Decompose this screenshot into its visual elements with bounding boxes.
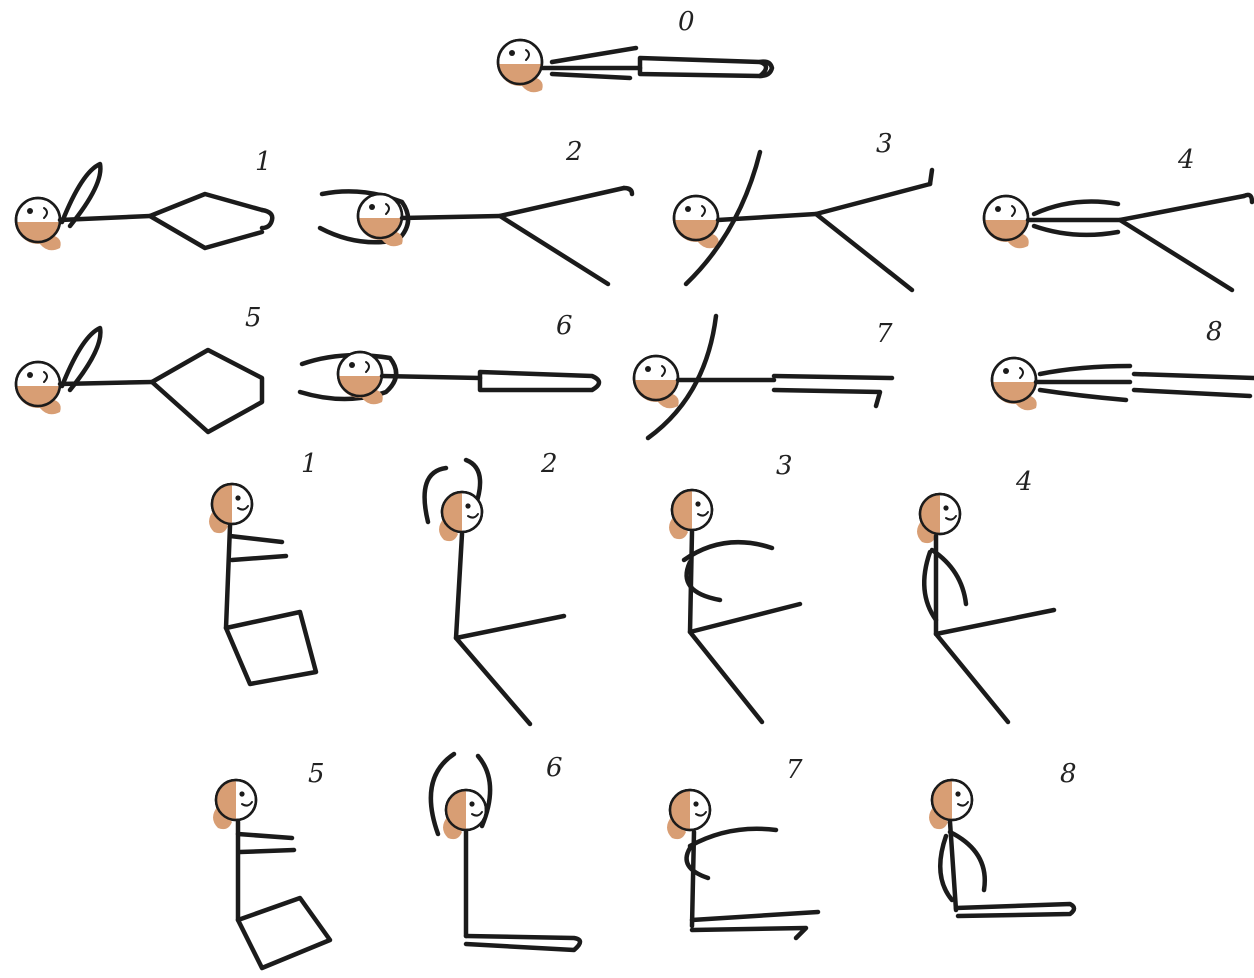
label-start: 0 xyxy=(678,7,695,37)
label-lying-3: 3 xyxy=(876,129,893,159)
label-lying-8: 8 xyxy=(1206,317,1223,347)
figure-sitting-6 xyxy=(431,754,580,950)
label-sitting-6: 6 xyxy=(546,753,563,783)
label-sitting-8: 8 xyxy=(1060,759,1077,789)
label-sitting-7: 7 xyxy=(786,755,803,785)
figure-lying-7 xyxy=(634,316,892,438)
figure-sitting-1 xyxy=(209,484,316,684)
figure-lying-4 xyxy=(984,195,1252,290)
figure-lying-3 xyxy=(674,152,932,290)
figure-lying-2 xyxy=(320,188,632,284)
figure-sitting-3 xyxy=(669,490,800,722)
label-sitting-5: 5 xyxy=(308,759,325,789)
figure-lying-6 xyxy=(300,352,599,404)
label-sitting-1: 1 xyxy=(301,449,318,479)
figure-sitting-5 xyxy=(213,780,330,968)
figure-lying-1 xyxy=(16,164,272,250)
label-lying-7: 7 xyxy=(876,319,893,349)
figure-start-lying xyxy=(498,40,772,92)
figure-sitting-7 xyxy=(667,790,818,938)
figure-lying-8 xyxy=(992,358,1254,410)
label-lying-6: 6 xyxy=(556,311,573,341)
label-lying-2: 2 xyxy=(565,137,583,167)
label-sitting-2: 2 xyxy=(540,449,558,479)
figure-sitting-4 xyxy=(917,494,1054,722)
label-lying-5: 5 xyxy=(245,303,262,333)
figure-lying-5 xyxy=(16,328,262,432)
label-lying-1: 1 xyxy=(255,147,272,177)
figure-sitting-2 xyxy=(425,460,564,724)
label-lying-4: 4 xyxy=(1177,145,1195,175)
figure-sitting-8 xyxy=(929,780,1074,916)
label-sitting-3: 3 xyxy=(776,451,793,481)
label-sitting-4: 4 xyxy=(1015,467,1033,497)
